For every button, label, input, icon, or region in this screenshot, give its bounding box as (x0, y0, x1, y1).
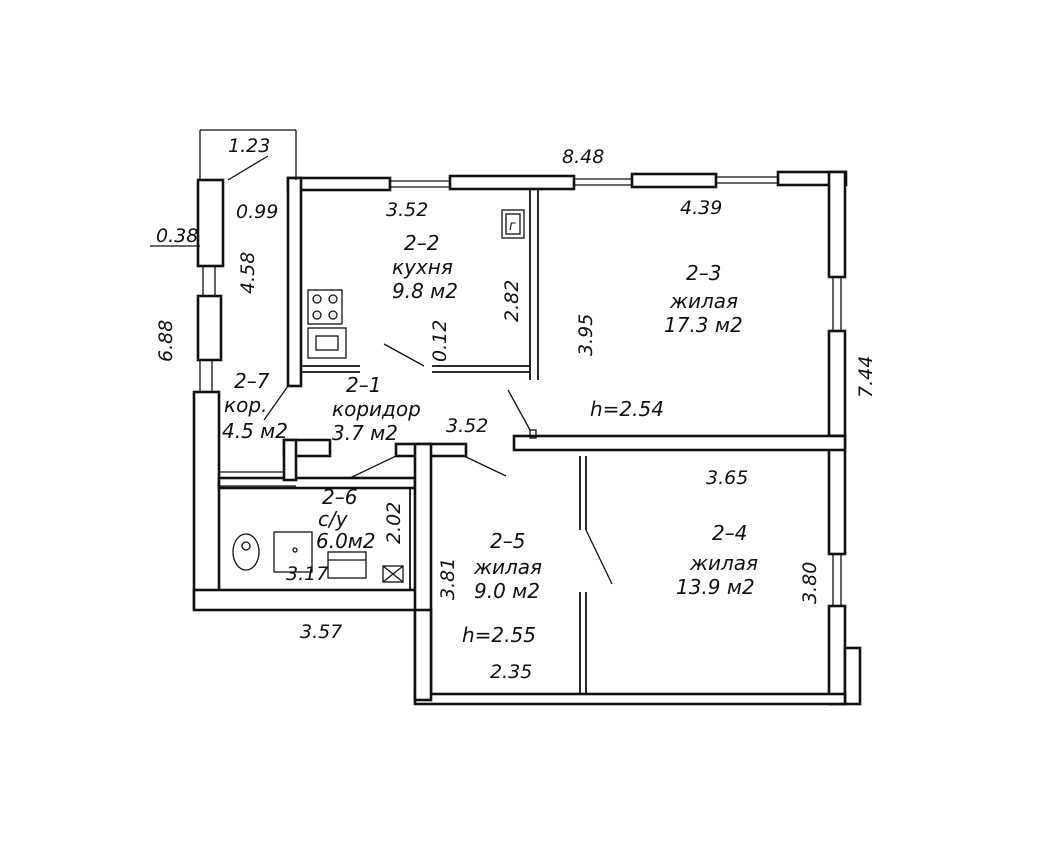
room-2-7: 2–7 кор. 4.5 м2 (222, 369, 288, 443)
room-name: коридор (332, 397, 421, 421)
ceiling-height-lower: h=2.55 (462, 623, 536, 647)
dim-3-80: 3.80 (799, 562, 821, 604)
room-number: 2–3 (686, 261, 721, 285)
room-number: 2–1 (346, 373, 381, 397)
room-2-5: 2–5 жилая 9.0 м2 (473, 529, 542, 603)
kitchen-sink (307, 327, 347, 359)
room-area: 4.5 м2 (222, 419, 288, 443)
dim-2-82: 2.82 (501, 280, 523, 322)
gas-meter-label: г (509, 219, 516, 234)
dim-3-52-mid: 3.52 (446, 415, 488, 437)
partitions (219, 190, 587, 694)
room-number: 2–7 (234, 369, 270, 393)
room-name: с/у (318, 507, 349, 531)
toilet (232, 533, 260, 571)
room-2-6: 2–6 с/у 6.0м2 (316, 485, 376, 553)
ceiling-height-upper: h=2.54 (590, 397, 664, 421)
dim-3-95: 3.95 (575, 314, 597, 356)
room-number: 2–2 (404, 231, 439, 255)
dim-0-12: 0.12 (429, 320, 451, 362)
room-name: кухня (392, 255, 453, 279)
room-2-1: 2–1 коридор 3.7 м2 (332, 373, 421, 445)
windows (199, 176, 842, 606)
ventilation-duct (382, 565, 404, 583)
dim-2-02: 2.02 (383, 502, 405, 544)
room-name: жилая (473, 555, 542, 579)
kitchen-stove (307, 289, 343, 325)
dim-3-81: 3.81 (437, 558, 459, 600)
room-name: жилая (669, 289, 738, 313)
dim-1-23: 1.23 (228, 135, 270, 157)
dim-4-39: 4.39 (680, 197, 722, 219)
room-name: жилая (689, 551, 758, 575)
dim-7-44: 7.44 (855, 356, 877, 398)
room-area: 9.8 м2 (392, 279, 458, 303)
room-2-3: 2–3 жилая 17.3 м2 (664, 261, 743, 337)
dim-0-38: 0.38 (156, 225, 198, 247)
room-area: 13.9 м2 (676, 575, 755, 599)
room-area: 9.0 м2 (474, 579, 540, 603)
bathtub (273, 531, 313, 573)
room-number: 2–5 (490, 529, 525, 553)
dim-6-88: 6.88 (155, 320, 177, 362)
dim-2-35: 2.35 (490, 661, 532, 683)
room-area: 6.0м2 (316, 529, 376, 553)
dim-0-99: 0.99 (236, 201, 278, 223)
dim-8-48: 8.48 (562, 146, 604, 168)
dim-3-52-top: 3.52 (386, 199, 428, 221)
dimension-lines (150, 129, 297, 247)
dim-3-65: 3.65 (706, 467, 748, 489)
dim-4-58: 4.58 (237, 252, 259, 294)
doors (263, 343, 613, 585)
room-area: 3.7 м2 (332, 421, 398, 445)
washbasin (327, 551, 367, 579)
gas-meter (501, 209, 525, 239)
walls (192, 170, 862, 706)
room-2-2: 2–2 кухня 9.8 м2 (392, 231, 458, 303)
room-name: кор. (224, 393, 267, 417)
room-area: 17.3 м2 (664, 313, 743, 337)
room-2-4: 2–4 жилая 13.9 м2 (676, 521, 758, 599)
dim-3-17: 3.17 (286, 563, 328, 585)
room-number: 2–4 (712, 521, 747, 545)
dim-3-57: 3.57 (300, 621, 342, 643)
room-number: 2–6 (322, 485, 357, 509)
